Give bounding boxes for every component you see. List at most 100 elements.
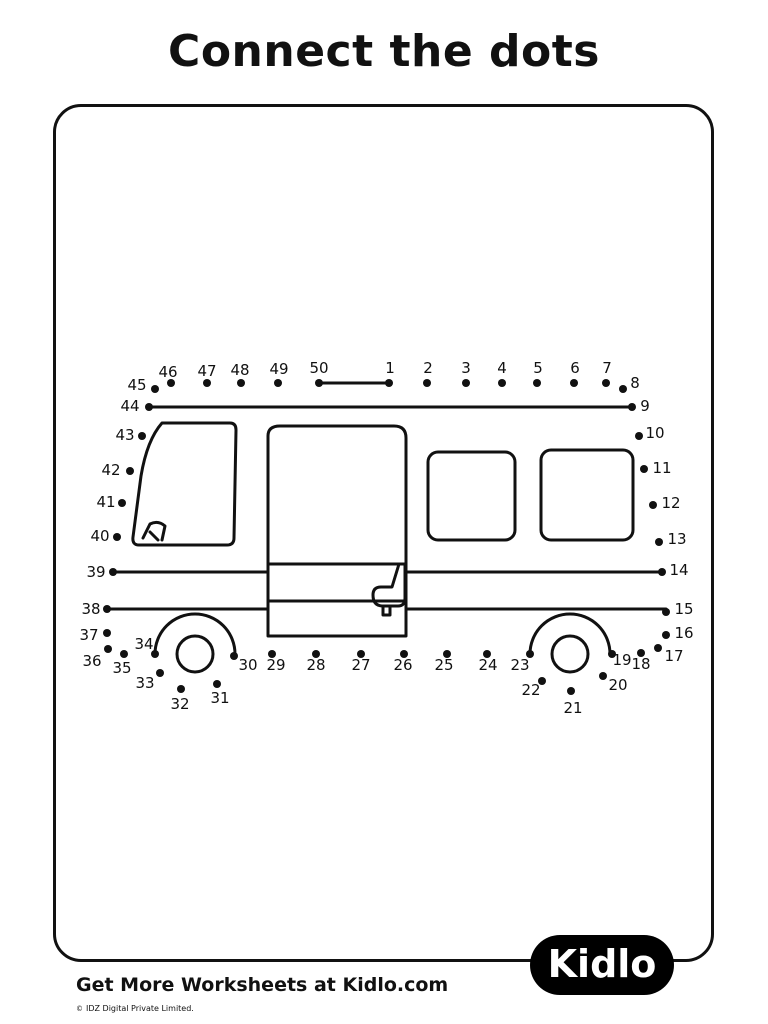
dot-5: 5: [533, 359, 543, 387]
dot-marker: [151, 385, 159, 393]
dot-32: 32: [170, 685, 190, 713]
dot-number-label: 37: [79, 626, 98, 644]
dot-number-label: 20: [608, 676, 627, 694]
dot-number-label: 3: [461, 359, 471, 377]
dot-marker: [662, 608, 670, 616]
dot-14: 14: [658, 561, 689, 579]
dot-48: 48: [230, 361, 250, 387]
dot-marker: [274, 379, 282, 387]
dot-marker: [658, 568, 666, 576]
dot-marker: [483, 650, 491, 658]
side-window-2: [539, 448, 635, 542]
dot-22: 22: [521, 677, 546, 699]
dot-marker: [654, 644, 662, 652]
dot-number-label: 47: [197, 362, 216, 380]
dot-marker: [567, 687, 575, 695]
dot-number-label: 15: [674, 600, 693, 618]
dot-number-label: 36: [82, 652, 101, 670]
rear-wheel: [550, 634, 590, 674]
dot-marker: [602, 379, 610, 387]
dot-marker: [312, 650, 320, 658]
page-title: Connect the dots: [168, 26, 600, 77]
dot-marker: [138, 432, 146, 440]
dot-number-label: 18: [631, 655, 650, 673]
dot-number-label: 43: [115, 426, 134, 444]
dot-marker: [628, 403, 636, 411]
dot-number-label: 32: [170, 695, 189, 713]
dot-35: 35: [112, 650, 132, 677]
dot-25: 25: [434, 650, 454, 674]
front-wheel-arch: [153, 612, 237, 656]
dot-number-label: 6: [570, 359, 580, 377]
dot-marker: [167, 379, 175, 387]
dot-number-label: 40: [90, 527, 109, 545]
dot-number-label: 26: [393, 656, 412, 674]
dot-23: 23: [510, 650, 534, 674]
side-mirror: [141, 520, 167, 542]
dot-9: 9: [628, 397, 650, 415]
dot-marker: [533, 379, 541, 387]
dot-7: 7: [602, 359, 612, 387]
dot-34: 34: [134, 635, 159, 658]
dot-number-label: 23: [510, 656, 529, 674]
dot-number-label: 31: [210, 689, 229, 707]
dot-number-label: 1: [385, 359, 395, 377]
dot-marker: [635, 432, 643, 440]
dot-marker: [443, 650, 451, 658]
dot-8: 8: [619, 374, 640, 393]
side-window-1: [426, 450, 517, 542]
dot-marker: [126, 467, 134, 475]
dot-marker: [120, 650, 128, 658]
dot-43: 43: [115, 426, 146, 444]
dot-number-label: 24: [478, 656, 497, 674]
dot-number-label: 50: [309, 359, 328, 377]
front-window: [131, 421, 238, 547]
dot-marker: [462, 379, 470, 387]
dot-marker: [113, 533, 121, 541]
dot-marker: [151, 650, 159, 658]
dot-number-label: 9: [640, 397, 650, 415]
dot-47: 47: [197, 362, 217, 387]
dot-marker: [103, 629, 111, 637]
dot-marker: [177, 685, 185, 693]
dot-number-label: 21: [563, 699, 582, 717]
copyright-symbol: ©: [76, 1005, 83, 1013]
dot-marker: [608, 650, 616, 658]
dot-number-label: 45: [127, 376, 146, 394]
dot-46: 46: [158, 363, 178, 387]
dot-number-label: 35: [112, 659, 131, 677]
dot-number-label: 34: [134, 635, 153, 653]
dot-50: 50: [309, 359, 329, 387]
dot-13: 13: [655, 530, 687, 548]
dot-number-label: 7: [602, 359, 612, 377]
dot-number-label: 10: [645, 424, 664, 442]
dot-number-label: 22: [521, 681, 540, 699]
dot-number-label: 44: [120, 397, 139, 415]
dot-31: 31: [210, 680, 230, 707]
dot-30: 30: [230, 652, 258, 674]
dot-20: 20: [599, 672, 628, 694]
dot-marker: [640, 465, 648, 473]
dot-33: 33: [135, 669, 164, 692]
dot-number-label: 2: [423, 359, 433, 377]
dot-number-label: 25: [434, 656, 453, 674]
dot-38: 38: [81, 600, 111, 618]
dot-42: 42: [101, 461, 134, 479]
dot-29: 29: [266, 650, 286, 674]
dot-marker: [662, 631, 670, 639]
dot-3: 3: [461, 359, 471, 387]
dot-39: 39: [86, 563, 117, 581]
dot-40: 40: [90, 527, 121, 545]
kidlo-logo[interactable]: Kidlo: [530, 935, 674, 995]
rear-wheel-arch: [528, 612, 612, 656]
copyright-text: IDZ Digital Private Limited.: [86, 1004, 194, 1013]
dot-1: 1: [385, 359, 395, 387]
footer-link-text[interactable]: Get More Worksheets at Kidlo.com: [76, 974, 449, 996]
dot-number-label: 33: [135, 674, 154, 692]
door: [266, 424, 408, 638]
dot-36: 36: [82, 645, 112, 670]
dot-45: 45: [127, 376, 159, 394]
dot-number-label: 14: [669, 561, 688, 579]
dot-number-label: 19: [612, 651, 631, 669]
